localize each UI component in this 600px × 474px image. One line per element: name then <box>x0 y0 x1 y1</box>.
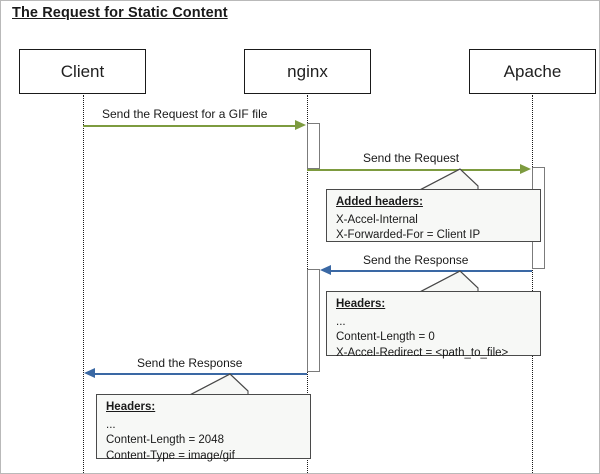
note-line-ellipsis-client: ... <box>106 419 116 432</box>
page-title: The Request for Static Content <box>12 5 228 21</box>
message-line-apache-to-nginx <box>331 270 532 272</box>
note-line-x-accel-redirect: X-Accel-Redirect = <path_to_file> <box>336 346 509 359</box>
participant-box-client[interactable]: Client <box>19 49 146 94</box>
message-line-nginx-to-client <box>95 373 307 375</box>
note-line-content-length-zero: Content-Length = 0 <box>336 331 435 344</box>
message-label-send-response-apache: Send the Response <box>363 253 469 267</box>
arrowhead-apache-to-nginx <box>320 265 331 275</box>
message-line-nginx-to-apache <box>307 169 520 171</box>
activation-bar-nginx-request <box>307 123 320 169</box>
note-title-added-headers: Added headers: <box>336 196 423 208</box>
participant-box-apache[interactable]: Apache <box>469 49 596 94</box>
note-apache-response-headers: Headers: ... Content-Length = 0 X-Accel-… <box>326 291 541 359</box>
note-title-apache-headers: Headers: <box>336 298 386 310</box>
participant-label-client: Client <box>60 62 105 81</box>
message-label-send-request: Send the Request <box>363 151 460 165</box>
lifeline-apache <box>532 95 533 473</box>
message-line-client-to-nginx <box>83 125 295 127</box>
arrowhead-nginx-to-apache <box>520 164 531 174</box>
participant-box-nginx[interactable]: nginx <box>244 49 371 94</box>
lifeline-client <box>83 95 84 473</box>
note-added-headers: Added headers: X-Accel-Internal X-Forwar… <box>326 189 541 242</box>
note-line-ellipsis-apache: ... <box>336 316 346 329</box>
participant-label-nginx: nginx <box>287 62 328 81</box>
note-title-client-headers: Headers: <box>106 401 156 413</box>
participant-label-apache: Apache <box>503 62 562 81</box>
activation-bar-nginx-response <box>307 269 320 372</box>
message-label-send-request-gif: Send the Request for a GIF file <box>102 107 268 121</box>
arrowhead-client-to-nginx <box>295 120 306 130</box>
note-line-x-accel-internal: X-Accel-Internal <box>336 214 418 227</box>
note-line-x-forwarded-for: X-Forwarded-For = Client IP <box>336 229 481 242</box>
message-label-send-response-client: Send the Response <box>137 356 243 370</box>
note-line-content-type-gif: Content-Type = image/gif <box>106 449 235 462</box>
note-line-content-length-2048: Content-Length = 2048 <box>106 434 224 447</box>
note-client-response-headers: Headers: ... Content-Length = 2048 Conte… <box>96 394 311 462</box>
arrowhead-nginx-to-client <box>84 368 95 378</box>
